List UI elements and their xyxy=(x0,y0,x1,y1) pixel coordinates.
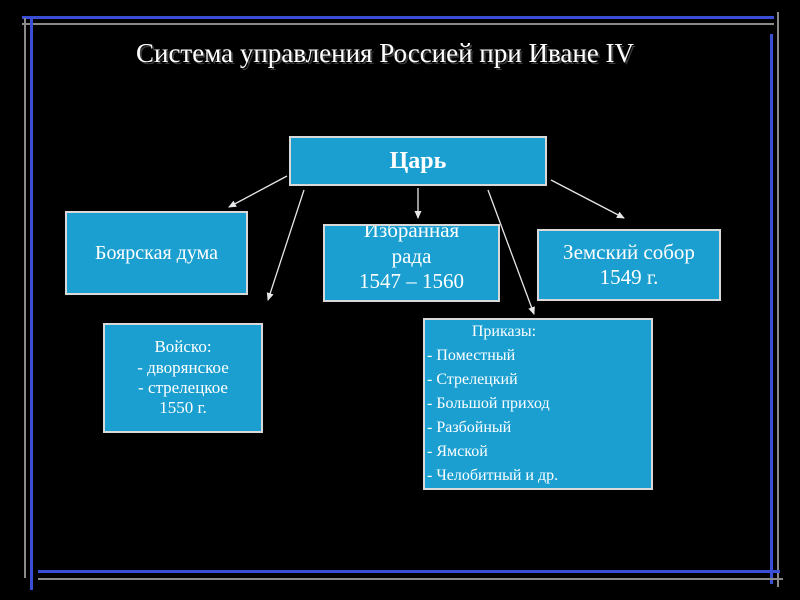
frame-bottom-blue xyxy=(38,570,780,573)
frame-right-blue xyxy=(770,34,773,584)
node-prikazy: Приказы: - Поместный - Стрелецкий - Боль… xyxy=(423,318,653,490)
node-army-line-3: - стрелецкое xyxy=(138,378,228,397)
arrow-tsar-to-sobor xyxy=(550,179,625,219)
prikaz-item: - Челобитный и др. xyxy=(427,467,559,484)
node-zemsky-sobor: Земский собор 1549 г. xyxy=(537,229,721,301)
node-tsar-label: Царь xyxy=(389,147,447,174)
node-prikazy-heading: Приказы: xyxy=(471,323,537,340)
prikaz-item: - Разбойный xyxy=(427,419,512,436)
frame-left-gray xyxy=(24,18,26,578)
node-army-line-2: - дворянское xyxy=(137,357,229,377)
frame-bottom-gray xyxy=(38,578,783,580)
frame-top-gray xyxy=(22,23,774,25)
node-boyar-duma-label: Боярская дума xyxy=(95,242,218,264)
node-zemsky-sobor-line-1: Земский собор xyxy=(563,239,695,264)
frame-top-blue xyxy=(22,16,774,19)
arrow-tsar-to-duma xyxy=(228,175,288,208)
frame-left-blue xyxy=(30,18,33,590)
node-zemsky-sobor-line-2: 1549 г. xyxy=(599,265,659,289)
prikaz-item: - Ямской xyxy=(427,443,488,460)
arrow-tsar-to-prikazy xyxy=(487,189,535,315)
frame-right-gray xyxy=(777,12,779,587)
node-chosen-rada-line-2: 1547 – 1560 xyxy=(359,268,464,293)
node-army: Войско: - дворянское - стрелецкое 1550 г… xyxy=(103,323,263,433)
node-army-line-1: Войско: xyxy=(154,337,212,357)
slide-title: Система управления Россией при Иване IV xyxy=(135,38,635,68)
node-boyar-duma: Боярская дума xyxy=(65,211,248,295)
prikaz-item: - Поместный xyxy=(427,347,516,364)
node-army-line-4: 1550 г. xyxy=(159,398,207,418)
prikaz-item: - Большой приход xyxy=(427,395,550,412)
arrow-tsar-to-army xyxy=(266,189,305,301)
prikaz-item: - Стрелецкий xyxy=(427,371,518,388)
node-tsar: Царь xyxy=(289,136,547,186)
node-chosen-rada: Избранная рада 1547 – 1560 xyxy=(323,224,500,302)
node-chosen-rada-cut-line: Избранная xyxy=(363,224,460,243)
node-chosen-rada-line-1: рада xyxy=(391,243,432,268)
